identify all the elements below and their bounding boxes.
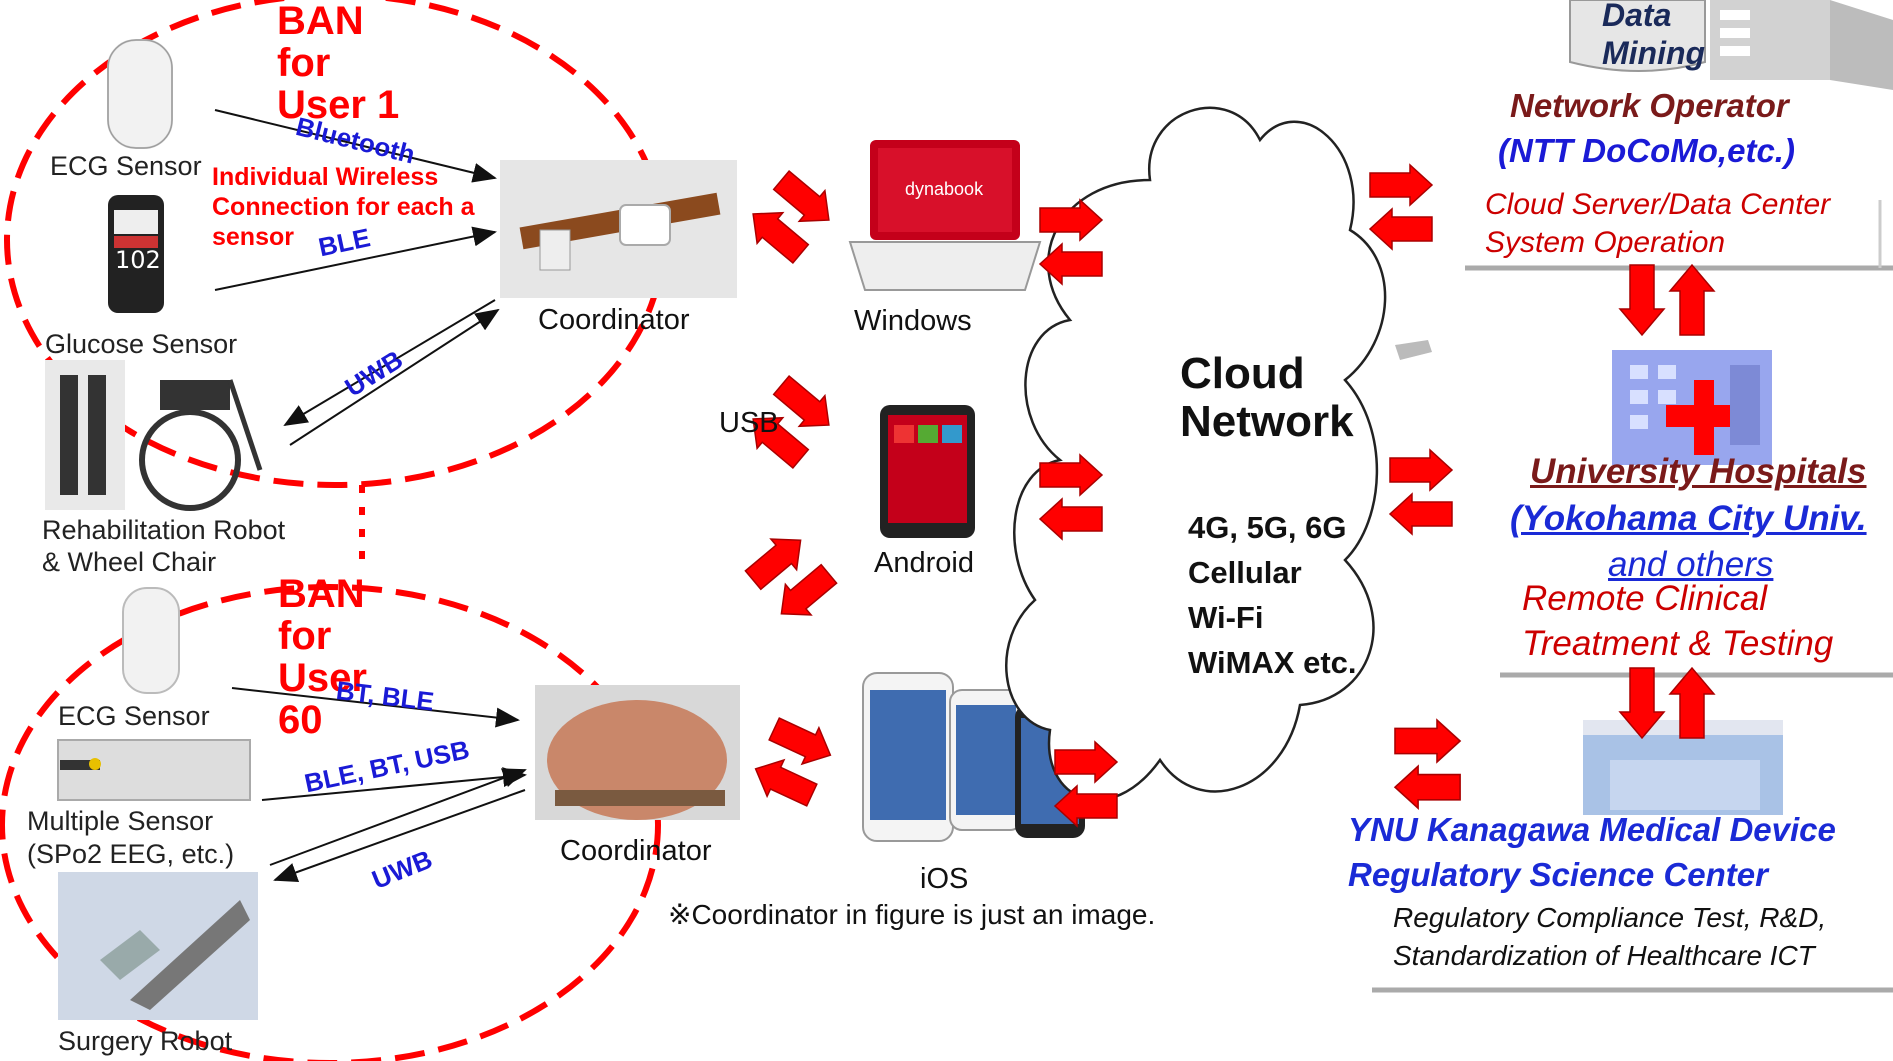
ban1-line1: BAN xyxy=(277,0,364,43)
surgery-robot-label: Surgery Robot xyxy=(58,1026,233,1056)
ecg-sensor-2-image xyxy=(122,587,180,694)
coordinator-2-image xyxy=(535,685,740,820)
rehab-robot-label-2: & Wheel Chair xyxy=(42,547,217,577)
wireless-note-line2: Connection for each a xyxy=(212,193,475,221)
hospital-and-others[interactable]: and others xyxy=(1608,545,1774,584)
ban2-label: BAN for User 60 xyxy=(278,573,418,741)
cloud-line-2: Cellular xyxy=(1188,555,1302,590)
data-mining-line1: Data xyxy=(1602,0,1672,33)
ios-label: iOS xyxy=(920,863,969,895)
ynu-title-1: YNU Kanagawa Medical Device xyxy=(1348,811,1836,848)
ios-phones-image xyxy=(862,672,1085,842)
glucose-sensor-image xyxy=(108,195,164,313)
coordinator-2-label: Coordinator xyxy=(560,835,712,867)
glucose-sensor-label: Glucose Sensor xyxy=(45,329,238,359)
rehab-robot-image xyxy=(45,360,263,511)
rehab-robot-label-1: Rehabilitation Robot xyxy=(42,515,286,545)
coordinator-1-label: Coordinator xyxy=(538,304,690,336)
wireless-note: Individual Wireless Connection for each … xyxy=(212,162,512,252)
ecg-sensor-1-image xyxy=(107,39,173,149)
wireless-note-line1: Individual Wireless xyxy=(212,163,439,191)
operator-subtitle: (NTT DoCoMo,etc.) xyxy=(1498,132,1795,169)
ban2-line3: User xyxy=(278,656,367,700)
data-mining-label: Data Mining xyxy=(1602,0,1705,72)
windows-laptop-image xyxy=(848,140,1042,291)
ban1-line3: User 1 xyxy=(277,83,400,127)
cloud-title-1: Cloud xyxy=(1180,349,1305,398)
multi-sensor-label-2: (SPo2 EEG, etc.) xyxy=(27,839,235,869)
cloud-line-1: 4G, 5G, 6G xyxy=(1188,510,1347,545)
cloud-title-2: Network xyxy=(1180,397,1354,446)
windows-label: Windows xyxy=(854,305,972,337)
ban1-label: BAN for User 1 xyxy=(277,0,417,126)
operator-desc-1: Cloud Server/Data Center xyxy=(1485,188,1831,221)
footnote: ※Coordinator in figure is just an image. xyxy=(668,899,1156,930)
ynu-title-2: Regulatory Science Center xyxy=(1348,856,1768,893)
hospital-desc-1: Remote Clinical xyxy=(1522,579,1768,618)
ynu-desc-2: Standardization of Healthcare ICT xyxy=(1393,940,1815,971)
android-label: Android xyxy=(874,547,974,579)
cloud-title: Cloud Network xyxy=(1180,350,1354,446)
data-mining-line2: Mining xyxy=(1602,35,1706,71)
android-tablet-image xyxy=(880,405,975,538)
hospital-desc-2: Treatment & Testing xyxy=(1522,624,1834,663)
data-mining-image xyxy=(1569,0,1893,90)
cloud-line-3: Wi-Fi xyxy=(1188,600,1264,635)
ban1-line2: for xyxy=(277,41,331,85)
hospital-title[interactable]: University Hospitals xyxy=(1530,452,1867,491)
hospital-subtitle[interactable]: (Yokohama City Univ. xyxy=(1510,499,1867,538)
ban2-line2: for xyxy=(278,614,332,658)
multi-sensor-label-1: Multiple Sensor xyxy=(27,806,214,836)
ban2-line4: 60 xyxy=(278,698,323,742)
operator-desc-2: System Operation xyxy=(1485,226,1726,259)
hospital-image xyxy=(1612,350,1772,465)
ban2-ellipse xyxy=(0,584,661,1061)
usb-label: USB xyxy=(719,407,779,439)
glucose-reading: 102 xyxy=(115,246,161,274)
ecg-sensor-2-label: ECG Sensor xyxy=(58,701,210,731)
operator-title: Network Operator xyxy=(1510,87,1789,124)
ecg-sensor-1-label: ECG Sensor xyxy=(50,151,202,181)
coordinator-1-image xyxy=(500,160,737,298)
ban2-line1: BAN xyxy=(278,572,365,616)
multi-sensor-image xyxy=(57,739,251,801)
ynu-desc-1: Regulatory Compliance Test, R&D, xyxy=(1393,902,1827,933)
cloud-networks: 4G, 5G, 6G Cellular Wi-Fi WiMAX etc. xyxy=(1188,505,1357,685)
cloud-line-4: WiMAX etc. xyxy=(1188,645,1357,680)
surgery-robot-image xyxy=(58,872,258,1020)
wireless-note-line3: sensor xyxy=(212,223,294,251)
cloud-shape xyxy=(1005,106,1387,801)
laptop-brand: dynabook xyxy=(905,179,984,199)
